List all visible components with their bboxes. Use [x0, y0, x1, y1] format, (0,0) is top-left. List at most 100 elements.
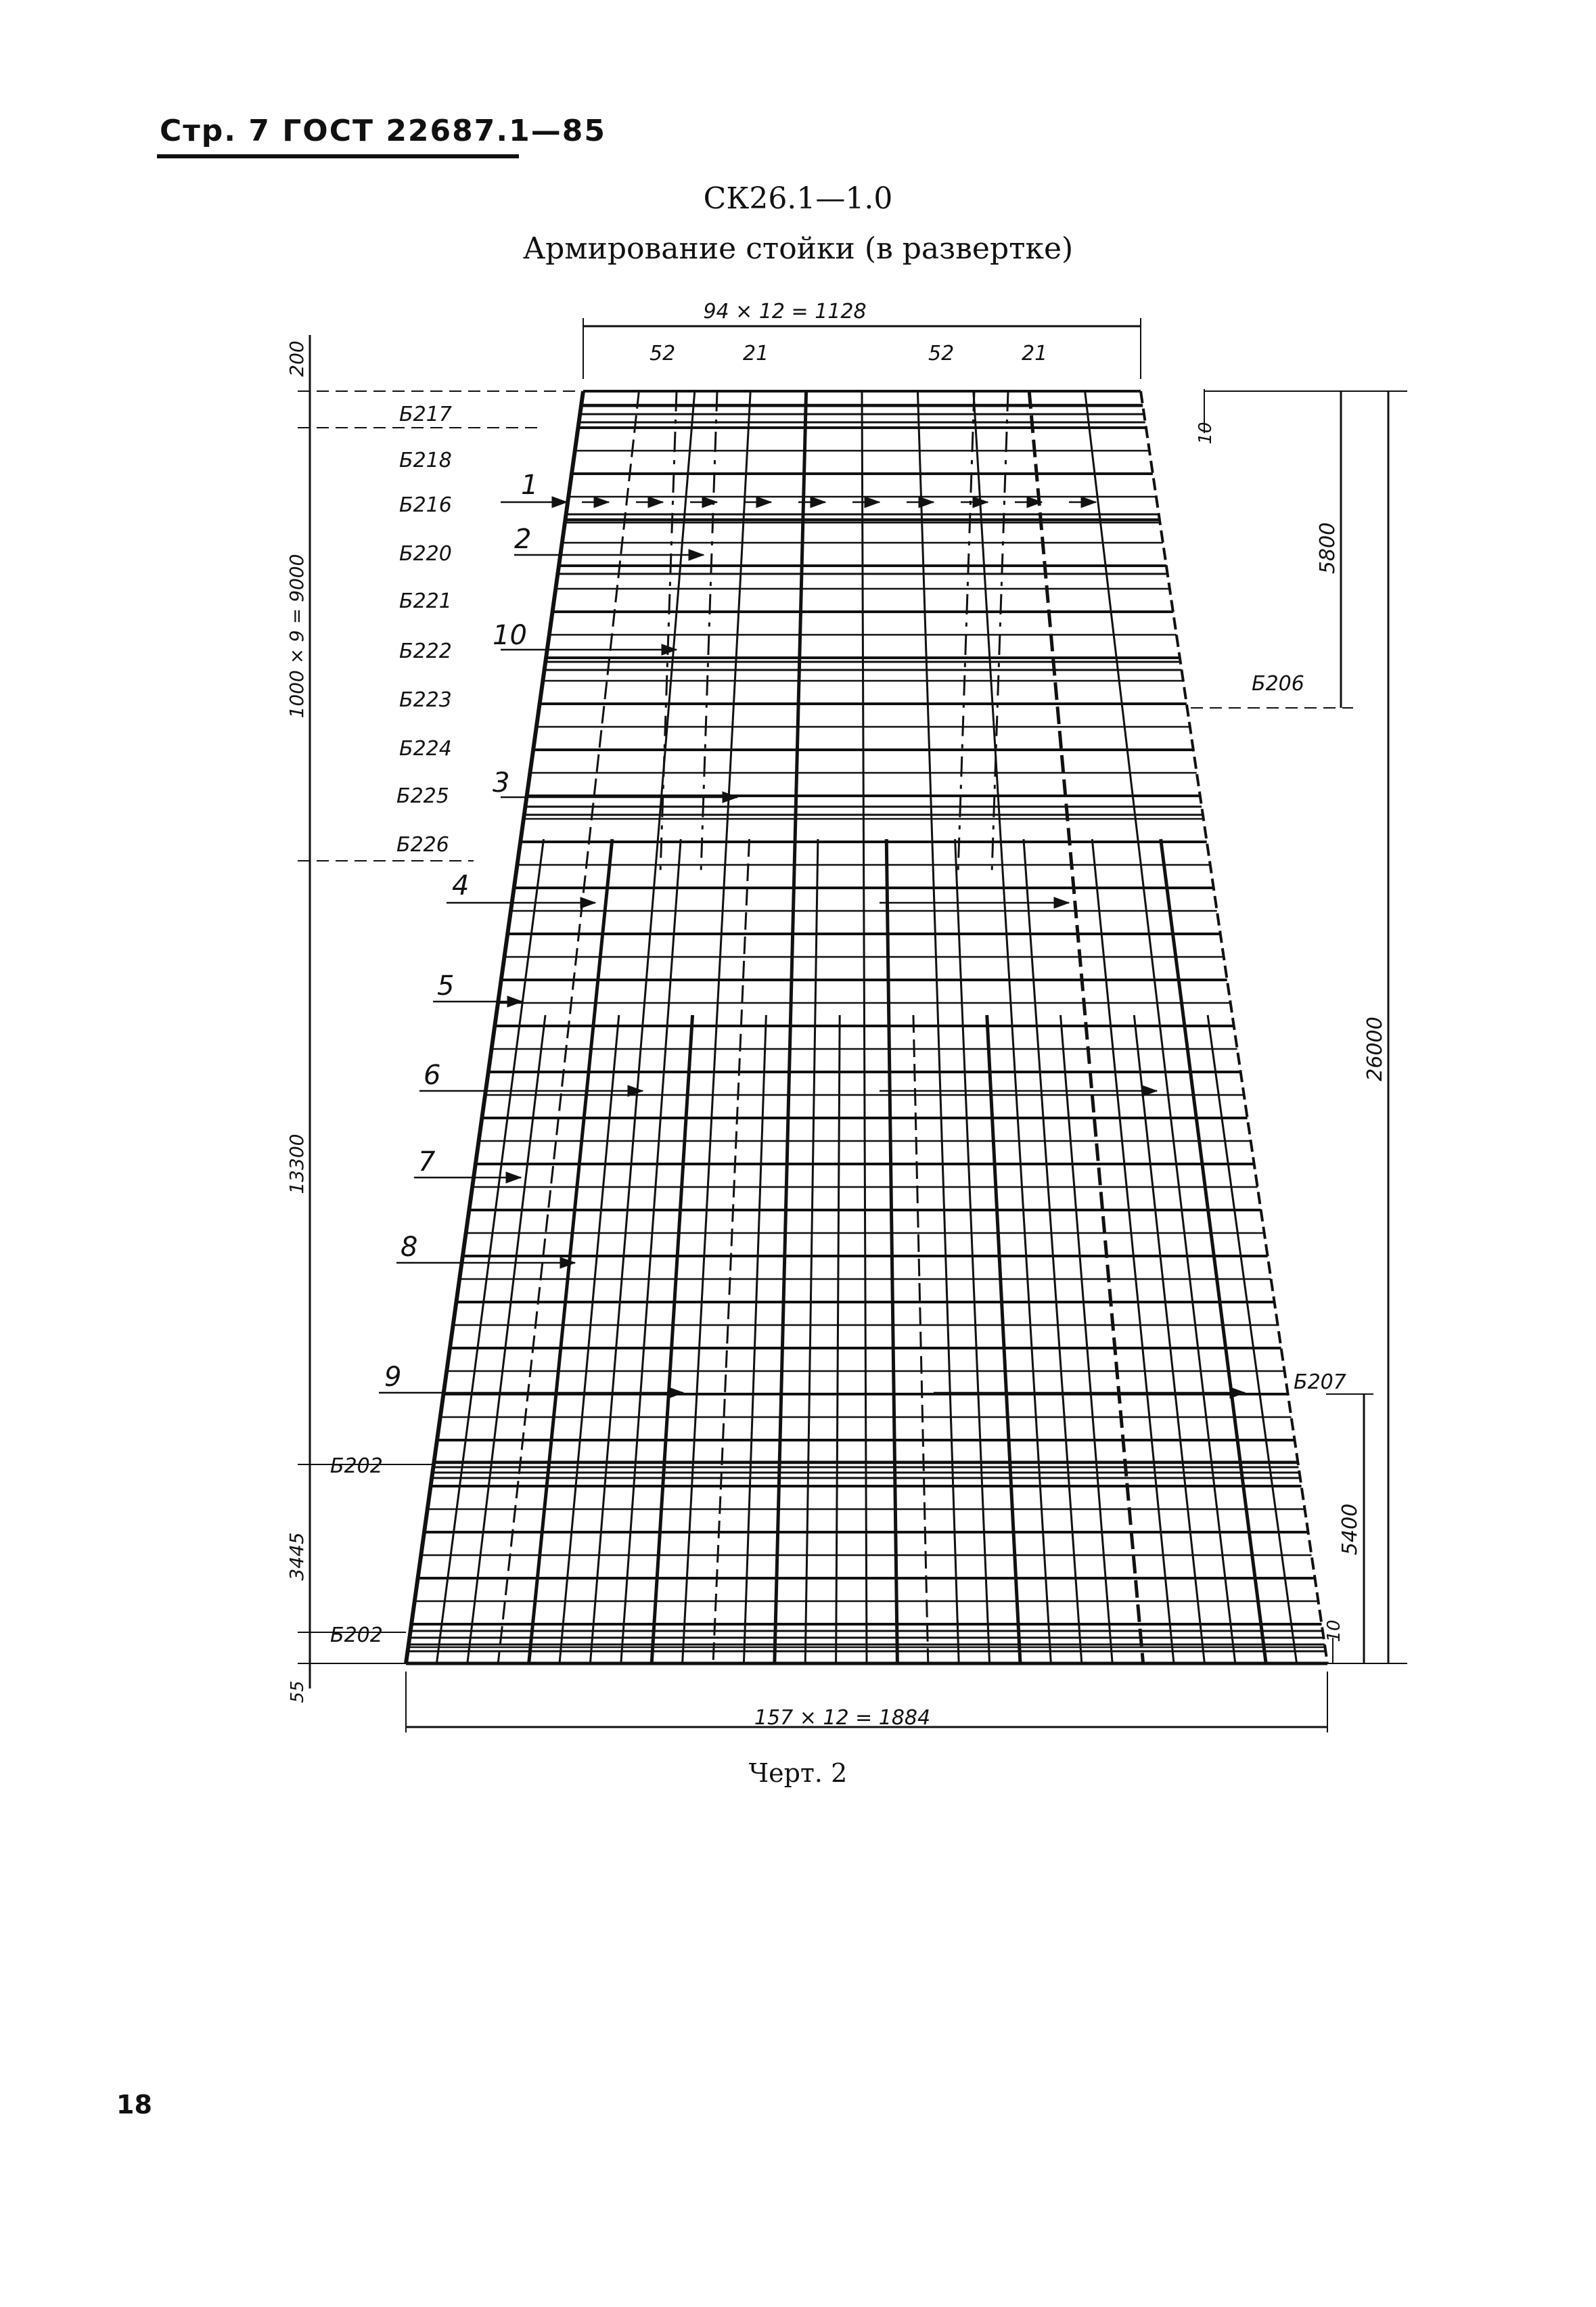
header-underline	[157, 154, 519, 158]
prestress-strand	[957, 390, 976, 874]
longitudinal-bar	[742, 1014, 767, 1664]
longitudinal-bar	[1206, 1014, 1298, 1664]
longitudinal-bar	[620, 838, 682, 1664]
band-label-b206: Б206	[1252, 672, 1304, 696]
band-label-b216: Б216	[399, 493, 452, 517]
drawing-code-title: СК26.1—1.0	[703, 181, 893, 216]
longitudinal-bar	[497, 390, 640, 1664]
arrowhead	[702, 496, 719, 508]
band-label-b223: Б223	[399, 688, 452, 712]
dim-right-10-bottom: 10	[1324, 1619, 1344, 1642]
band-label-b217: Б217	[399, 403, 452, 426]
longitudinal-bar	[916, 390, 960, 1664]
band-label-b221: Б221	[399, 589, 452, 613]
callout-1: 1	[521, 470, 538, 501]
longitudinal-bar	[681, 390, 752, 1664]
longitudinal-bar	[1133, 1014, 1206, 1664]
page-header: Стр. 7 ГОСТ 22687.1—85	[160, 114, 606, 148]
arrowhead	[1026, 496, 1043, 508]
callout-arrows	[379, 496, 1246, 1399]
arrowhead	[627, 1085, 644, 1097]
callout-4: 4	[452, 870, 469, 901]
longitudinal-bar	[912, 1014, 930, 1664]
longitudinal-bar	[804, 838, 819, 1664]
arrowhead	[918, 496, 935, 508]
longitudinal-bar	[1159, 838, 1268, 1664]
dim-top-21b: 21	[1022, 342, 1047, 365]
arrowhead	[505, 1171, 522, 1184]
dim-right-5800: 5800	[1316, 522, 1340, 574]
dim-top-total: 94 × 12 = 1128	[703, 300, 866, 323]
dim-left-3445: 3445	[286, 1532, 308, 1580]
arrowhead	[661, 644, 678, 656]
dim-left-9000: 1000 × 9 = 9000	[286, 554, 308, 719]
band-label-b226: Б226	[396, 833, 449, 857]
longitudinal-bar	[527, 838, 614, 1664]
arrowhead	[507, 995, 524, 1008]
prestress-strand	[700, 390, 719, 874]
longitudinal-bar	[466, 1014, 547, 1664]
longitudinal-bar	[435, 838, 545, 1664]
callout-10: 10	[493, 620, 527, 651]
dim-right-10-top: 10	[1195, 422, 1216, 444]
callout-5: 5	[437, 970, 454, 1002]
reinforcement-mesh	[404, 390, 1329, 1665]
arrowhead	[560, 1257, 576, 1269]
arrowhead	[756, 496, 773, 508]
longitudinal-bar	[589, 390, 696, 1664]
arrowhead	[647, 496, 664, 508]
mesh-right-edge	[1139, 390, 1329, 1664]
longitudinal-bar	[1084, 390, 1237, 1664]
band-label-b220: Б220	[399, 542, 452, 566]
prestress-strand	[990, 390, 1009, 874]
dim-left-13300: 13300	[286, 1134, 308, 1194]
band-label-b202-upper: Б202	[330, 1454, 383, 1478]
longitudinal-bar	[884, 838, 899, 1664]
band-label-b224: Б224	[399, 737, 452, 761]
arrowhead	[1141, 1085, 1158, 1097]
arrowhead	[1229, 1387, 1246, 1399]
arrowhead	[864, 496, 881, 508]
arrowhead	[551, 496, 568, 508]
longitudinal-bar	[1091, 838, 1175, 1664]
callout-2: 2	[514, 524, 531, 555]
dimension-lines	[298, 318, 1407, 1732]
arrowhead	[722, 791, 739, 803]
longitudinal-bar	[649, 1014, 695, 1664]
dim-right-5400: 5400	[1338, 1504, 1362, 1555]
dim-left-55: 55	[288, 1680, 308, 1703]
longitudinal-bar	[773, 390, 808, 1664]
longitudinal-bar	[985, 1014, 1022, 1664]
arrowhead	[1080, 496, 1097, 508]
longitudinal-bar	[972, 390, 1052, 1664]
longitudinal-bar	[954, 838, 991, 1664]
page-number: 18	[116, 2090, 152, 2120]
longitudinal-bar	[1027, 390, 1145, 1664]
figure-caption: Черт. 2	[748, 1758, 848, 1788]
callout-9: 9	[384, 1362, 401, 1393]
band-label-b225: Б225	[396, 784, 449, 808]
longitudinal-bar	[861, 390, 868, 1664]
arrowhead	[1053, 897, 1070, 909]
band-label-b222: Б222	[399, 640, 452, 663]
arrowhead	[688, 549, 705, 561]
callout-3: 3	[493, 767, 509, 799]
arrowhead	[972, 496, 989, 508]
longitudinal-bar	[712, 838, 751, 1664]
dim-bottom-total: 157 × 12 = 1884	[754, 1706, 930, 1730]
drawing-title: Армирование стойки (в развертке)	[522, 231, 1074, 266]
dim-top-21a: 21	[743, 342, 769, 365]
band-label-b218: Б218	[399, 449, 452, 472]
arrowhead	[668, 1387, 685, 1399]
longitudinal-bar	[835, 1014, 841, 1664]
band-label-b207: Б207	[1294, 1370, 1346, 1394]
callout-8: 8	[401, 1232, 417, 1263]
arrowhead	[810, 496, 827, 508]
mesh-left-edge	[404, 390, 585, 1664]
callout-7: 7	[418, 1146, 436, 1178]
arrowhead	[580, 897, 597, 909]
band-label-b202-lower: Б202	[330, 1623, 383, 1647]
longitudinal-bar	[1059, 1014, 1114, 1664]
longitudinal-bar	[1022, 838, 1083, 1664]
